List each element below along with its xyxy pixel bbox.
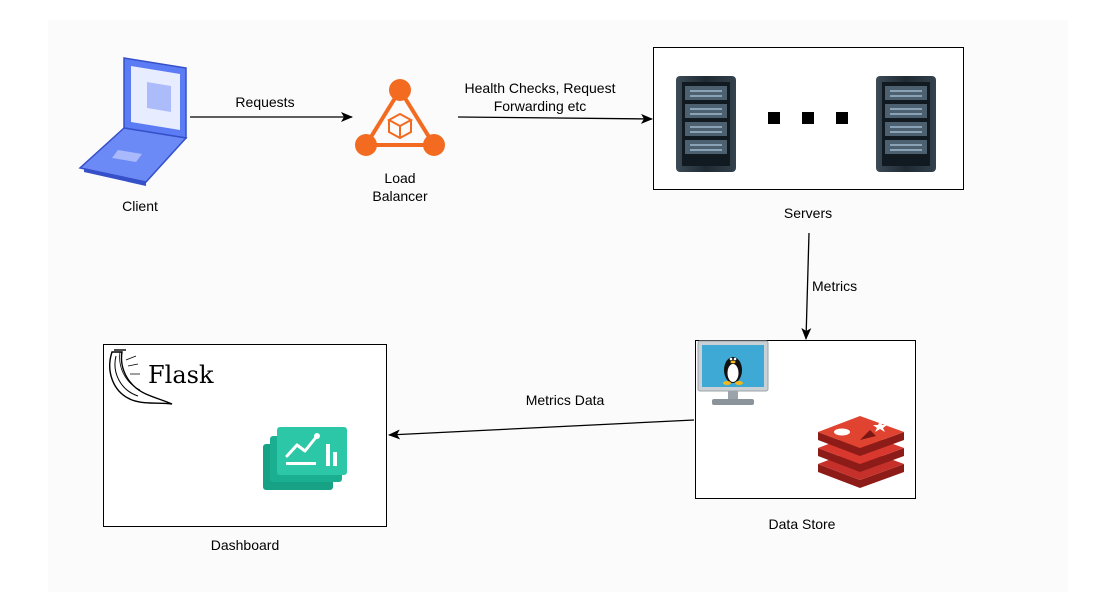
load-balancer-label-line1: Load [384, 170, 416, 186]
dashboard-chart-icon [263, 427, 347, 490]
edge-label-health-checks-line1: Health Checks, Request [464, 80, 616, 96]
load-balancer-icon [355, 79, 445, 156]
load-balancer-label-line2: Balancer [372, 188, 428, 204]
linux-monitor-icon [697, 340, 769, 405]
edge-label-health-checks-line2: Forwarding etc [493, 98, 587, 114]
redis-icon [818, 416, 904, 488]
edge-label-metrics: Metrics [812, 278, 858, 294]
edge-store-to-dashboard [388, 419, 695, 440]
edge-label-requests: Requests [235, 94, 295, 110]
laptop-icon [78, 57, 188, 186]
flask-wordmark: Flask [148, 361, 214, 389]
servers-label: Servers [783, 205, 833, 221]
server-rack-icon [676, 76, 736, 172]
flask-logo [109, 349, 173, 405]
edge-servers-to-store [801, 232, 812, 340]
ellipsis-icon [768, 112, 848, 124]
data-store-label: Data Store [768, 516, 836, 532]
server-rack-icon [876, 76, 936, 172]
edge-lb-to-servers [457, 113, 653, 124]
dashboard-label: Dashboard [210, 537, 280, 553]
client-label: Client [122, 198, 158, 214]
edge-label-metrics-data: Metrics Data [525, 392, 605, 408]
